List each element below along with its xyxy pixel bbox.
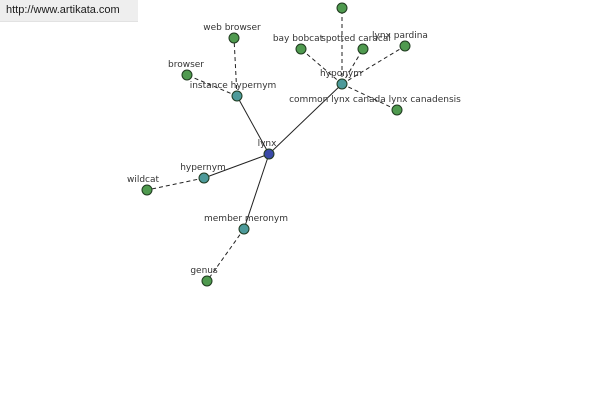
- node-lynx-pardina[interactable]: [399, 40, 411, 52]
- edge-hyponym-common-lynx-canada-lynx-canadensis: [341, 83, 398, 111]
- edge-lynx-hyponym: [268, 83, 343, 155]
- node-genus[interactable]: [201, 275, 213, 287]
- label-member-meronym: member meronym: [204, 214, 288, 224]
- edge-lynx-instance-hypernym: [236, 95, 270, 155]
- label-lynx-pardina: lynx pardina: [372, 31, 428, 41]
- node-member-meronym[interactable]: [238, 223, 250, 235]
- edge-lynx-hypernym: [203, 153, 270, 179]
- edge-lynx-member-meronym: [243, 153, 270, 230]
- label-wildcat: wildcat: [127, 175, 160, 185]
- label-lynx: lynx: [258, 139, 278, 149]
- label-instance-hypernym: instance hypernym: [190, 81, 277, 91]
- node-spotted-caracal[interactable]: [357, 43, 369, 55]
- label-spotted-caracal: spotted caracal: [321, 34, 391, 44]
- source-url[interactable]: http://www.artikata.com: [6, 4, 120, 16]
- edge-member-meronym-genus: [206, 228, 245, 282]
- node-layer: [141, 2, 411, 287]
- node-instance-hypernym[interactable]: [231, 90, 243, 102]
- edge-hyponym-lynx-pardina: [341, 45, 406, 85]
- label-bay-bobcat: bay bobcat: [273, 34, 324, 44]
- source-url-bar: http://www.artikata.com: [0, 0, 138, 22]
- node-wildcat[interactable]: [141, 184, 153, 196]
- node-top-unlabeled[interactable]: [336, 2, 348, 14]
- node-lynx[interactable]: [263, 148, 275, 160]
- node-hyponym[interactable]: [336, 78, 348, 90]
- label-common-lynx-canada-lynx-canadensis: common lynx canada lynx canadensis: [289, 95, 461, 105]
- node-common-lynx-canada-lynx-canadensis[interactable]: [391, 104, 403, 116]
- edge-instance-hypernym-web-browser: [233, 37, 238, 97]
- label-hyponym: hyponym: [320, 69, 362, 79]
- label-web-browser: web browser: [203, 23, 261, 33]
- node-web-browser[interactable]: [228, 32, 240, 44]
- label-browser: browser: [168, 60, 204, 70]
- edge-layer: [146, 8, 406, 282]
- edge-hyponym-bay-bobcat: [300, 48, 343, 85]
- edge-instance-hypernym-browser: [186, 74, 238, 97]
- node-bay-bobcat[interactable]: [295, 43, 307, 55]
- node-hypernym[interactable]: [198, 172, 210, 184]
- label-hypernym: hypernym: [180, 163, 226, 173]
- label-genus: genus: [190, 266, 218, 276]
- edge-hypernym-wildcat: [146, 177, 205, 191]
- node-browser[interactable]: [181, 69, 193, 81]
